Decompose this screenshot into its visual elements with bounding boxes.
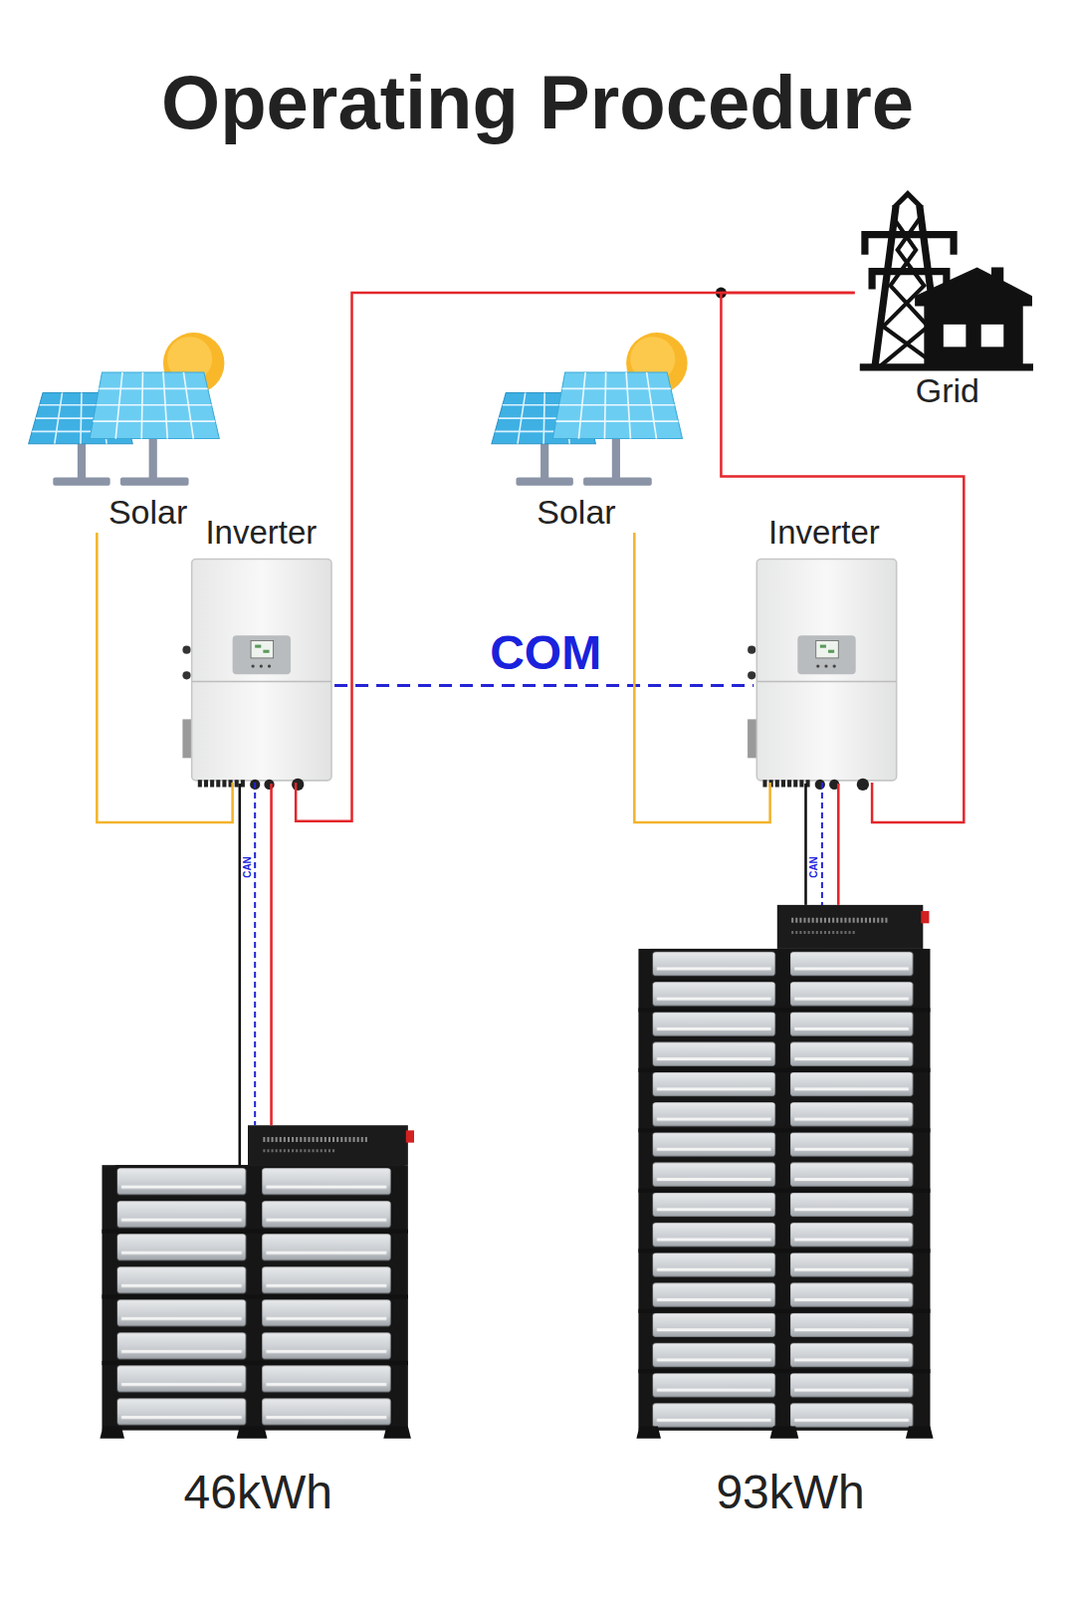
battery-rack (406, 1129, 415, 1142)
edge-label: CAN (242, 856, 253, 878)
grid-tower-icon (871, 271, 947, 286)
edge-label: COM (489, 629, 602, 677)
node-label: 93kWh (715, 1464, 864, 1519)
connector-wire (253, 782, 256, 1125)
node-label: Solar (108, 492, 188, 532)
connector-wire (821, 782, 824, 905)
connector-wire (634, 532, 770, 823)
grid-tower-icon (943, 324, 967, 348)
edge-label: CAN (809, 856, 820, 878)
battery-power-wire (837, 783, 841, 905)
battery-rack (636, 904, 933, 1439)
component-node: Inverter (753, 509, 903, 783)
grid-tower-icon (914, 266, 1033, 365)
battery-rack (638, 1007, 930, 1012)
battery-rack (791, 917, 887, 923)
battery-rack (638, 1248, 930, 1253)
battery-rack (791, 930, 858, 934)
battery-rack (638, 1068, 930, 1073)
battery-rack (636, 1425, 933, 1438)
battery-rack (101, 1164, 408, 1430)
node-label: Inverter (768, 513, 880, 552)
battery-rack (262, 1148, 337, 1152)
page-title: Operating Procedure (0, 58, 1075, 146)
battery-rack (638, 1368, 930, 1373)
node-label: Grid (915, 371, 980, 411)
grid-tower-icon (895, 194, 921, 207)
illustration-layer (28, 194, 1034, 1439)
grid-tower-icon (860, 194, 1034, 368)
battery-rack (99, 1124, 415, 1439)
battery-rack (638, 948, 930, 1431)
battery-power-wire (269, 783, 273, 1125)
inverter-unit (747, 559, 897, 792)
battery-rack (101, 1229, 408, 1234)
battery-rack (99, 1425, 412, 1438)
battery-rack (638, 1308, 930, 1313)
solar-panel-icon (28, 332, 225, 486)
battery-power-wire (238, 783, 242, 1165)
battery-rack (777, 904, 924, 949)
component-node: 93kWh (636, 904, 936, 1523)
battery-rack (638, 1127, 930, 1132)
connector-wire (295, 292, 856, 822)
battery-power-wire (804, 783, 808, 905)
battery-rack (920, 910, 929, 923)
solar-panel-icon (491, 332, 688, 486)
component-node: Solar (25, 331, 225, 533)
battery-rack (262, 1136, 370, 1142)
node-label: Inverter (205, 513, 317, 552)
battery-rack (638, 1188, 930, 1193)
component-node: Solar (487, 331, 687, 533)
battery-rack (247, 1124, 409, 1165)
node-label: 46kWh (184, 1464, 333, 1519)
connector-wire (96, 532, 232, 823)
component-node: 46kWh (99, 1124, 417, 1523)
inverter-unit (182, 559, 332, 792)
grid-tower-icon (981, 324, 1005, 348)
component-node: Inverter (189, 509, 336, 783)
battery-rack (101, 1360, 408, 1365)
component-node: Grid (855, 194, 1041, 414)
connector-wire (334, 683, 754, 687)
battery-rack (101, 1293, 408, 1298)
node-label: Solar (536, 492, 616, 532)
battery-power-wire (239, 783, 839, 1165)
